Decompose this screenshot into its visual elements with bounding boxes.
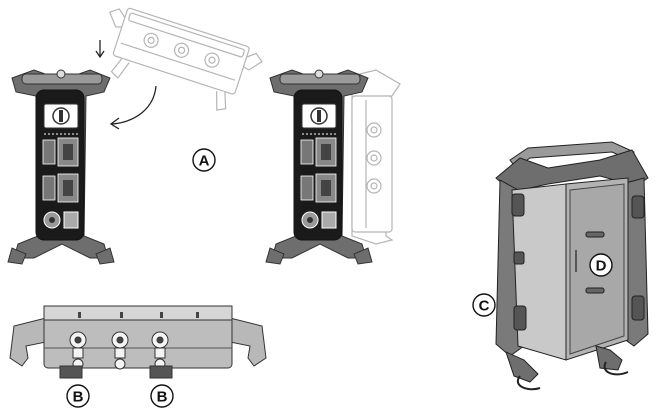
power-unit-front-left: [7, 69, 115, 265]
bottom-foot: [595, 345, 623, 371]
bracket-connector: [69, 331, 87, 370]
mounting-bracket: [9, 305, 267, 379]
install-arrows: [95, 40, 157, 130]
corner-foot: [265, 247, 285, 265]
corner-foot: [95, 247, 115, 265]
outlet-small: [300, 139, 314, 165]
down-arrow-head: [95, 50, 105, 59]
callout-b-right-label: B: [157, 389, 168, 406]
frame-clamps: [511, 193, 645, 331]
square-connector: [321, 211, 337, 229]
outlet-small: [42, 175, 56, 201]
bracket-connector: [111, 331, 129, 370]
curved-arrow: [111, 85, 157, 125]
callout-b-left-label: B: [73, 389, 84, 406]
corner-foot: [353, 247, 373, 265]
callout-c: C: [472, 293, 496, 317]
bracket-connector: [151, 331, 169, 370]
callout-d-label: D: [596, 258, 607, 275]
power-unit-3d-view: [495, 141, 649, 391]
callout-b-left: B: [66, 384, 90, 408]
callout-a: A: [192, 148, 216, 172]
frame-handle-knob: [314, 69, 324, 79]
bracket-foot: [59, 365, 83, 379]
callout-a-label: A: [199, 153, 210, 170]
attached-accessory: [351, 69, 401, 245]
callout-d: D: [589, 253, 613, 277]
bracket-foot: [149, 365, 173, 379]
bottom-foot: [505, 351, 539, 383]
corner-foot: [7, 247, 27, 265]
callout-c-label: C: [479, 298, 490, 315]
accessory-bracket-ghost: [108, 7, 263, 111]
curved-arrow-head: [109, 117, 120, 130]
outlet-small: [42, 139, 56, 165]
square-connector: [63, 211, 79, 229]
frame-handle-knob: [56, 69, 66, 79]
outlet-small: [300, 175, 314, 201]
callout-b-right: B: [150, 384, 174, 408]
power-unit-front-right: [265, 69, 401, 265]
